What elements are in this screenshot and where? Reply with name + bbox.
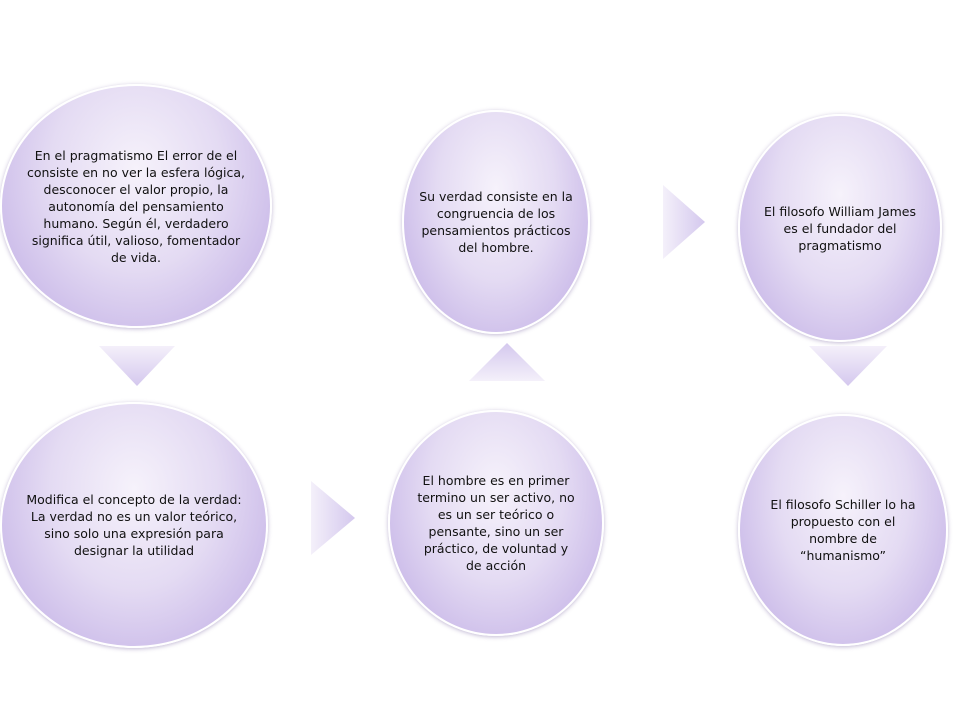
node-william-james: El filosofo William James es el fundador…	[738, 114, 942, 342]
node-schiller-humanism: El filosofo Schiller lo ha propuesto con…	[738, 414, 948, 646]
node-text: Modifica el concepto de la verdad: La ve…	[26, 492, 242, 558]
node-truth-concept: Modifica el concepto de la verdad: La ve…	[0, 402, 268, 648]
node-text: El filosofo Schiller lo ha propuesto con…	[770, 497, 916, 563]
node-practical-truth: Su verdad consiste en la congruencia de …	[402, 110, 590, 334]
arrow-down-icon	[809, 346, 887, 386]
arrow-right-icon	[663, 185, 705, 259]
node-text: En el pragmatismo El error de el consist…	[26, 147, 246, 265]
node-active-man: El hombre es en primer termino un ser ac…	[388, 410, 604, 636]
arrow-right-icon	[311, 481, 355, 555]
node-text: El filosofo William James es el fundador…	[763, 203, 917, 253]
node-text: Su verdad consiste en la congruencia de …	[419, 189, 573, 255]
arrow-down-icon	[99, 346, 175, 386]
node-pragmatism-error: En el pragmatismo El error de el consist…	[0, 84, 272, 328]
node-text: El hombre es en primer termino un ser ac…	[417, 473, 575, 573]
arrow-up-icon	[469, 343, 545, 381]
